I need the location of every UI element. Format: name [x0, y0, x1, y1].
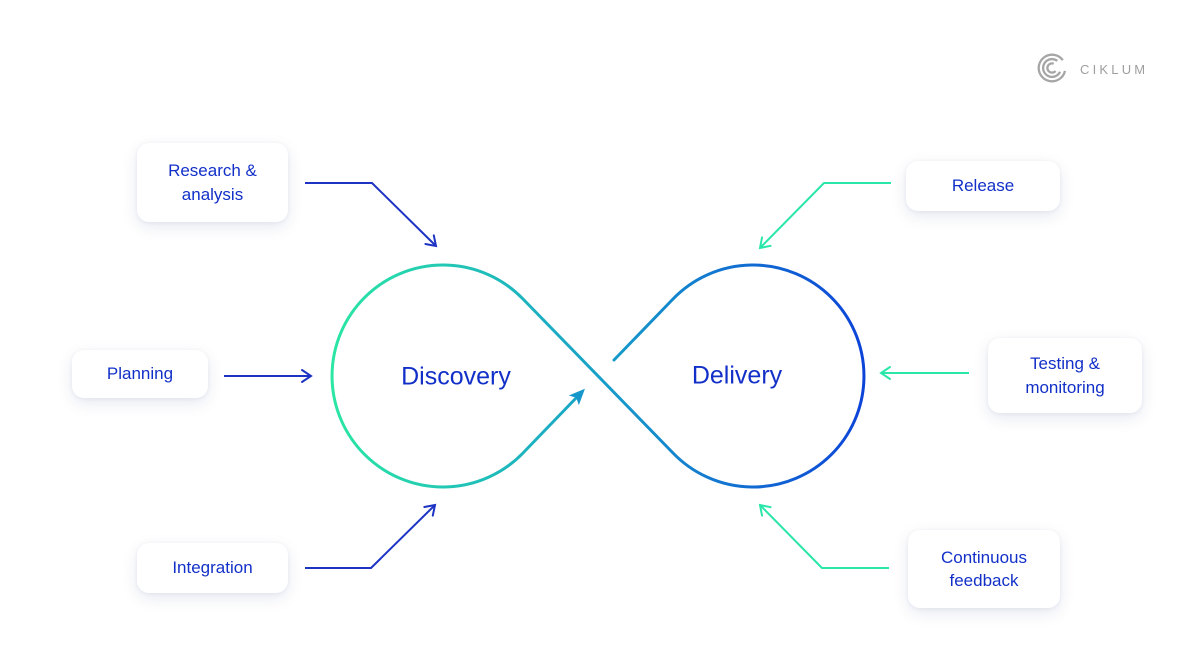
release-arrow	[758, 182, 891, 250]
stage-box-research-analysis: Research & analysis	[137, 143, 288, 222]
ciklum-brand-text: CIKLUM	[1080, 61, 1149, 77]
stage-label: Release	[951, 176, 1015, 196]
stage-box-integration: Integration	[137, 543, 288, 593]
stage-label: Continuous feedback	[940, 547, 1027, 590]
stage-label: Integration	[172, 558, 253, 578]
stage-label: Testing & monitoring	[1025, 354, 1105, 397]
delivery-label: Delivery	[691, 361, 783, 390]
stage-box-testing-monitoring: Testing & monitoring	[988, 338, 1142, 413]
stage-box-release: Release	[906, 161, 1060, 211]
integration-arrow	[305, 503, 437, 569]
stage-label: Research & analysis	[168, 161, 257, 204]
feedback-arrow	[758, 503, 889, 569]
stage-box-planning: Planning	[72, 350, 208, 398]
discovery-label: Discovery	[401, 362, 511, 391]
stage-label: Planning	[106, 364, 174, 384]
infinity-loop-path	[330, 263, 866, 489]
ciklum-logo: CIKLUM	[1035, 51, 1148, 85]
ciklum-logo-icon	[1037, 53, 1067, 83]
stage-box-continuous-feedback: Continuous feedback	[908, 530, 1060, 608]
research-arrow	[305, 182, 438, 248]
